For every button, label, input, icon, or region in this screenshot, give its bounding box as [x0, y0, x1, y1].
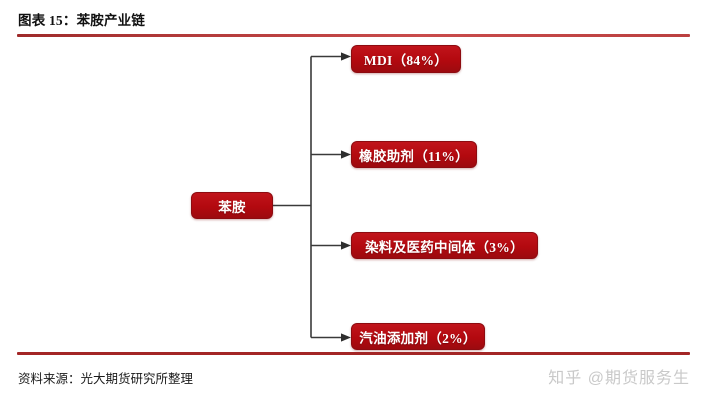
node-branch-gasoline-additives[interactable]: 汽油添加剂（2%）	[351, 323, 485, 350]
arrowhead-branch-4	[341, 333, 351, 342]
arrowhead-branch-3	[341, 241, 351, 250]
node-root-aniline[interactable]: 苯胺	[191, 192, 273, 219]
page-title: 图表 15：苯胺产业链	[18, 13, 146, 28]
header-divider	[17, 34, 690, 37]
node-branch-rubber-additives[interactable]: 橡胶助剂（11%）	[351, 141, 477, 168]
node-branch-mdi[interactable]: MDI（84%）	[351, 45, 461, 73]
footer-divider	[17, 352, 690, 355]
arrowhead-branch-1	[341, 52, 351, 61]
watermark: 知乎 @期货服务生	[548, 370, 690, 387]
source-note: 资料来源：光大期货研究所整理	[18, 372, 194, 386]
arrowhead-branch-2	[341, 150, 351, 159]
connector-lines	[273, 52, 351, 342]
node-branch-dye-pharma-intermediates[interactable]: 染料及医药中间体（3%）	[351, 232, 538, 259]
industry-chain-diagram: 苯胺 MDI（84%） 橡胶助剂（11%） 染料及医药中间体（3%） 汽油添加剂…	[0, 36, 704, 352]
